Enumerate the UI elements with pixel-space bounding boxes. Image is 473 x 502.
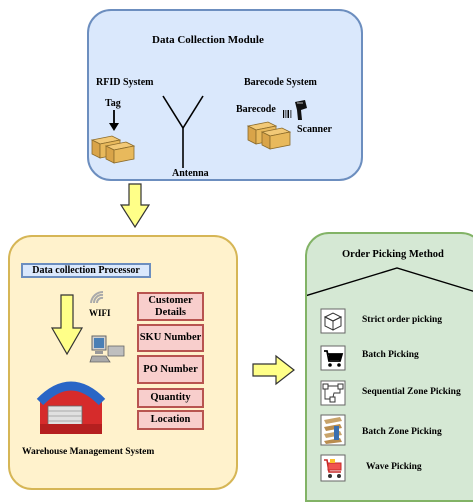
right-arrow-icon	[252, 354, 295, 386]
wifi-icon	[90, 290, 104, 304]
computer-icon	[89, 335, 125, 363]
scanner-label: Scanner	[297, 124, 332, 135]
box-outline-icon	[320, 308, 346, 334]
method-sequential-zone-picking: Sequential Zone Picking	[362, 387, 461, 397]
field-quantity: Quantity	[137, 388, 204, 408]
shelves-icon	[320, 414, 346, 446]
method-batch-picking: Batch Picking	[362, 350, 419, 360]
method-strict-order-picking: Strict order picking	[362, 315, 443, 325]
warehouse-system-label: Warehouse Management System	[22, 447, 155, 457]
data-collection-processor: Data collection Processor	[21, 263, 151, 278]
rfid-label: RFID System	[96, 77, 154, 88]
red-cart-icon	[320, 454, 346, 482]
processor-down-arrow-icon	[50, 294, 84, 356]
antenna-icon	[162, 95, 204, 168]
dcm-title: Data Collection Module	[152, 34, 264, 46]
opm-roof	[307, 267, 473, 297]
method-batch-zone-picking: Batch Zone Picking	[362, 427, 442, 437]
barcode-boxes-icon	[246, 121, 292, 150]
boxes-icon	[90, 135, 136, 164]
barcode-system-label: Barecode System	[244, 77, 317, 88]
barcode-scanner-icon	[283, 100, 307, 120]
field-sku-number: SKU Number	[137, 324, 204, 352]
field-customer-details: Customer Details	[137, 292, 204, 321]
method-wave-picking: Wave Picking	[366, 462, 422, 472]
down-arrow-icon	[119, 183, 151, 229]
tag-arrow-icon	[109, 110, 119, 131]
antenna-label: Antenna	[172, 168, 209, 179]
warehouse-building-icon	[36, 381, 106, 434]
cart-icon	[320, 345, 346, 371]
zone-flow-icon	[320, 380, 346, 406]
barcode-label: Barecode	[236, 104, 276, 115]
tag-label: Tag	[105, 98, 121, 109]
field-location: Location	[137, 410, 204, 430]
opm-title: Order Picking Method	[342, 249, 444, 260]
field-po-number: PO Number	[137, 355, 204, 384]
wifi-label: WIFI	[89, 308, 111, 318]
